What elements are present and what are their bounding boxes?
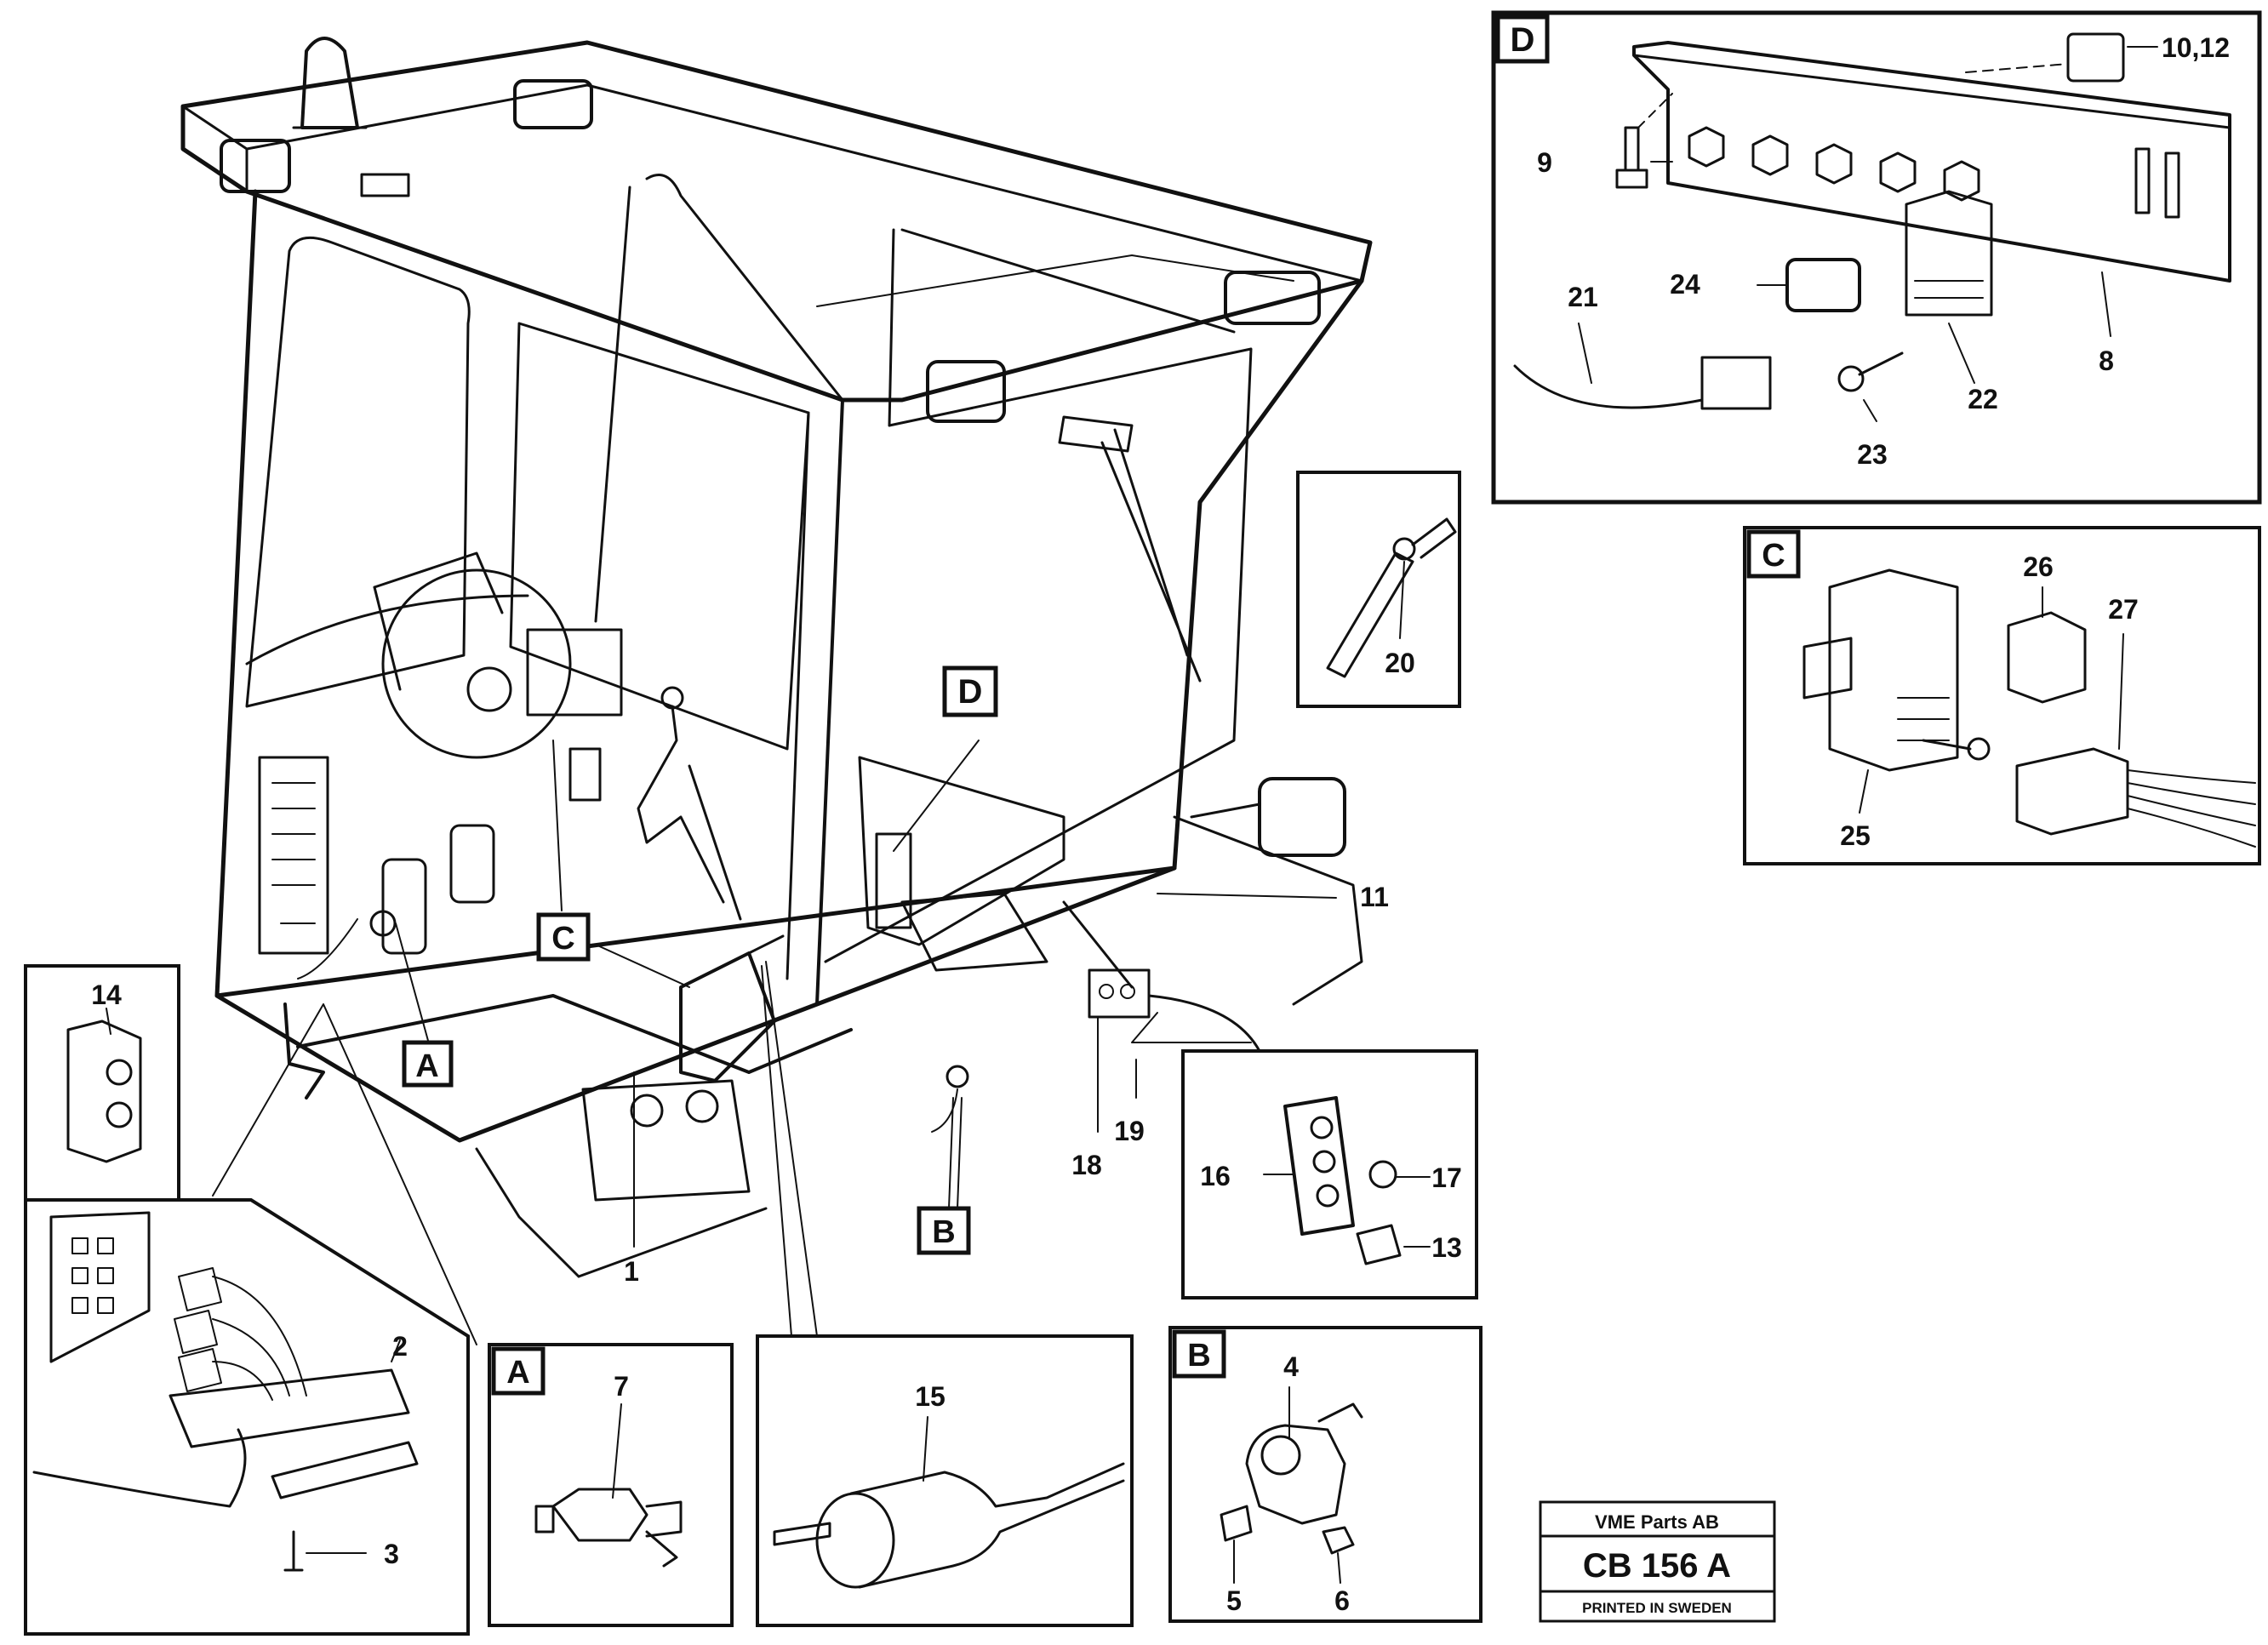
callout-9: 9 (1537, 147, 1552, 178)
callout-14: 14 (91, 980, 122, 1010)
callout-20: 20 (1385, 648, 1415, 678)
detail-panel-c: C (1743, 526, 2261, 865)
callout-25: 25 (1840, 820, 1871, 851)
callout-5: 5 (1226, 1585, 1242, 1616)
callout-7: 7 (614, 1371, 629, 1402)
callout-4: 4 (1283, 1351, 1299, 1382)
callout-21: 21 (1568, 282, 1598, 312)
badge-b-main-letter: B (932, 1214, 955, 1250)
callout-8: 8 (2099, 346, 2114, 376)
detail-panel-20 (1296, 471, 1461, 708)
callout-24: 24 (1670, 269, 1700, 300)
callout-15: 15 (915, 1381, 945, 1412)
callout-16: 16 (1200, 1161, 1231, 1191)
badge-c-main: C (536, 912, 591, 962)
detail-panel-a: A (488, 1343, 734, 1627)
callout-13: 13 (1431, 1232, 1462, 1263)
callout-2: 2 (392, 1331, 408, 1362)
callout-18: 18 (1071, 1150, 1102, 1180)
title-printed: PRINTED IN SWEDEN (1582, 1600, 1732, 1616)
detail-panel-fuse-box (24, 1198, 470, 1636)
callout-23: 23 (1857, 439, 1888, 470)
callout-19: 19 (1114, 1116, 1145, 1146)
badge-a-main-letter: A (415, 1048, 438, 1084)
callout-27: 27 (2108, 594, 2139, 625)
title-block: VME Parts AB CB 156 A PRINTED IN SWEDEN (1539, 1500, 1776, 1623)
detail-c-letter: C (1762, 538, 1785, 574)
badge-c-main-letter: C (551, 921, 574, 957)
detail-panel-b: B (1168, 1326, 1482, 1623)
title-company: VME Parts AB (1595, 1511, 1719, 1533)
detail-panel-14 (24, 964, 180, 1206)
badge-d-main-letter: D (958, 673, 983, 711)
callout-3: 3 (384, 1539, 399, 1569)
callout-17: 17 (1431, 1162, 1462, 1193)
callout-10-12: 10,12 (2162, 32, 2230, 63)
callout-22: 22 (1968, 384, 1998, 414)
detail-a-letter: A (506, 1355, 529, 1391)
detail-d-letter: D (1511, 21, 1535, 59)
callout-1: 1 (624, 1256, 639, 1287)
detail-b-letter: B (1187, 1338, 1210, 1374)
detail-panel-16-17-13 (1181, 1049, 1478, 1299)
callout-6: 6 (1334, 1585, 1350, 1616)
badge-b-main: B (917, 1206, 971, 1255)
callout-11: 11 (1360, 882, 1389, 912)
badge-a-main: A (402, 1040, 454, 1088)
callout-26: 26 (2023, 551, 2054, 582)
detail-panel-15 (756, 1334, 1134, 1627)
detail-panel-d: D (1491, 10, 2262, 505)
title-drawing-number: CB 156 A (1583, 1547, 1731, 1585)
cab-assembly-drawing (180, 37, 1373, 1345)
badge-d-main: D (942, 665, 998, 717)
